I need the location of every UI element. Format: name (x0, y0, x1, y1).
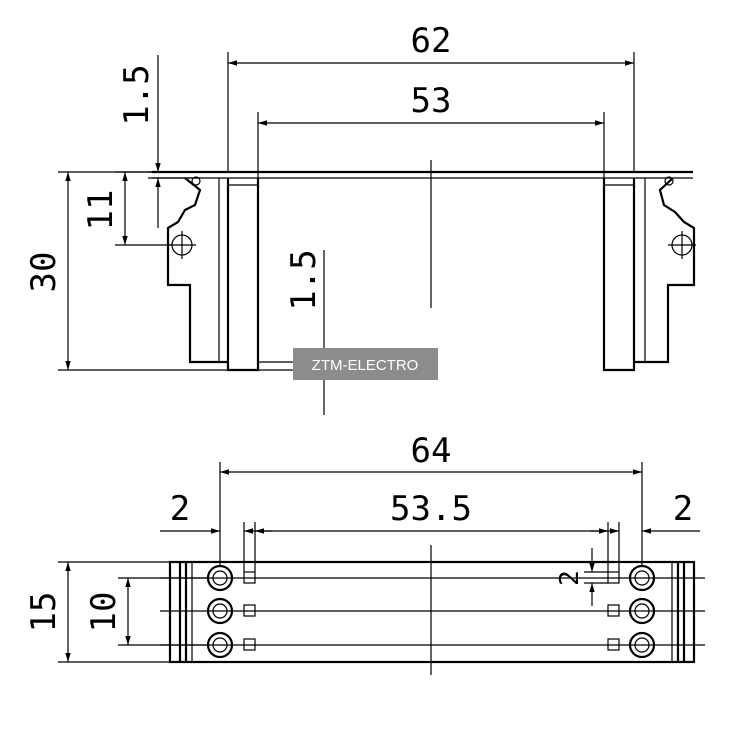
dim-62-label: 62 (411, 21, 452, 61)
top-view: 62 53 1.5 11 30 (24, 21, 696, 415)
dimension-15: 15 (24, 561, 170, 663)
dim-wall-label: 1.5 (284, 249, 324, 310)
dim-flange-label: 1.5 (117, 64, 157, 125)
dimension-30: 30 (24, 171, 228, 371)
dim-11-label: 11 (81, 190, 121, 231)
dimension-wall-thickness: 1.5 (258, 249, 330, 415)
dim-53-5-label: 53.5 (390, 489, 472, 529)
watermark: ZTM-ELECTRO (293, 348, 438, 380)
dimension-left-2: 2 (160, 489, 272, 534)
dimension-10: 10 (84, 577, 208, 646)
dim-pin-gap-label: 2 (555, 570, 585, 586)
top-view-outline (152, 160, 696, 372)
dimension-pin-gap: 2 (555, 548, 608, 606)
dim-30-label: 30 (24, 252, 64, 293)
dimension-62: 62 (227, 21, 635, 172)
dim-53-label: 53 (411, 81, 452, 121)
dimension-11: 11 (81, 171, 172, 246)
dim-15-label: 15 (24, 592, 64, 633)
dimension-right-2: 2 (590, 489, 700, 534)
watermark-text: ZTM-ELECTRO (312, 357, 419, 374)
bottom-view: 64 53.5 2 2 15 (24, 431, 705, 675)
dim-left-2-label: 2 (170, 489, 190, 529)
dimension-53-5: 53.5 (243, 489, 620, 572)
dimension-flange-thickness: 1.5 (117, 55, 200, 228)
dim-64-label: 64 (411, 431, 452, 471)
dim-10-label: 10 (84, 592, 124, 633)
dim-right-2-label: 2 (673, 489, 693, 529)
bottom-view-outline (160, 545, 705, 675)
dimension-53: 53 (257, 81, 605, 178)
dimension-64: 64 (219, 431, 643, 566)
